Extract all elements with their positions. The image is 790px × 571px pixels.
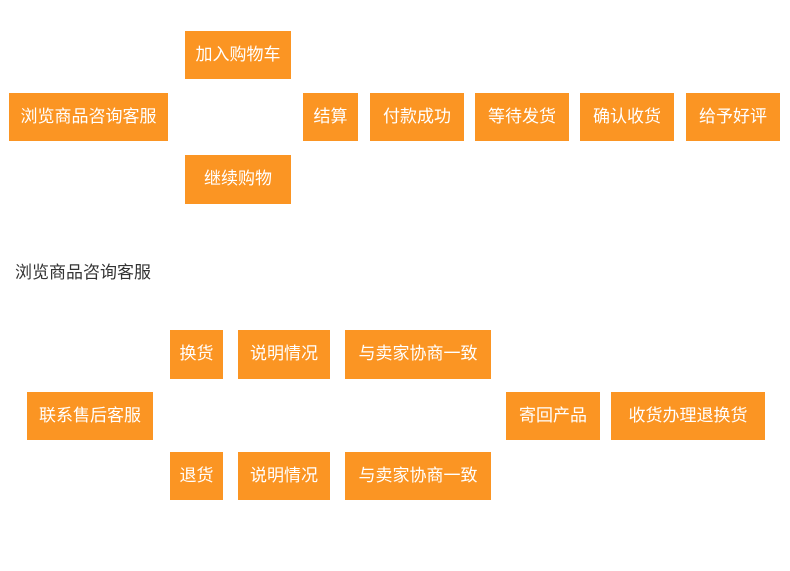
return-negotiate-box: 与卖家协商一致 bbox=[345, 452, 491, 500]
confirm-receipt-label: 确认收货 bbox=[593, 106, 661, 127]
send-back-product-box: 寄回产品 bbox=[506, 392, 600, 440]
add-to-cart-box: 加入购物车 bbox=[185, 31, 291, 79]
return-negotiate-label: 与卖家协商一致 bbox=[358, 465, 478, 486]
wait-shipping-label: 等待发货 bbox=[488, 106, 556, 127]
add-to-cart-label: 加入购物车 bbox=[195, 44, 281, 65]
checkout-box: 结算 bbox=[303, 93, 358, 141]
exchange-label: 换货 bbox=[179, 344, 214, 364]
exchange-explain-box: 说明情况 bbox=[238, 330, 330, 379]
exchange-explain-label: 说明情况 bbox=[250, 344, 318, 364]
exchange-negotiate-box: 与卖家协商一致 bbox=[345, 330, 491, 379]
confirm-receipt-box: 确认收货 bbox=[580, 93, 674, 141]
exchange-box: 换货 bbox=[170, 330, 223, 379]
return-explain-box: 说明情况 bbox=[238, 452, 330, 500]
browse-consult-label: 浏览商品咨询客服 bbox=[20, 106, 157, 127]
return-box: 退货 bbox=[170, 452, 223, 500]
payment-success-box: 付款成功 bbox=[370, 93, 464, 141]
browse-consult-box: 浏览商品咨询客服 bbox=[9, 93, 168, 141]
contact-service-label: 联系售后客服 bbox=[39, 405, 141, 426]
payment-success-label: 付款成功 bbox=[383, 106, 451, 127]
after-sales-section-label: 浏览商品咨询客服 bbox=[15, 263, 151, 283]
send-back-product-label: 寄回产品 bbox=[519, 405, 587, 426]
continue-shopping-label: 继续购物 bbox=[204, 169, 272, 189]
give-good-review-box: 给予好评 bbox=[686, 93, 780, 141]
receive-process-box: 收货办理退换货 bbox=[611, 392, 765, 440]
receive-process-label: 收货办理退换货 bbox=[628, 405, 748, 426]
exchange-negotiate-label: 与卖家协商一致 bbox=[358, 344, 478, 364]
contact-service-box: 联系售后客服 bbox=[27, 392, 153, 440]
continue-shopping-box: 继续购物 bbox=[185, 155, 291, 204]
give-good-review-label: 给予好评 bbox=[699, 106, 767, 127]
checkout-label: 结算 bbox=[313, 106, 348, 127]
wait-shipping-box: 等待发货 bbox=[475, 93, 569, 141]
return-label: 退货 bbox=[179, 465, 214, 486]
return-explain-label: 说明情况 bbox=[250, 465, 318, 486]
